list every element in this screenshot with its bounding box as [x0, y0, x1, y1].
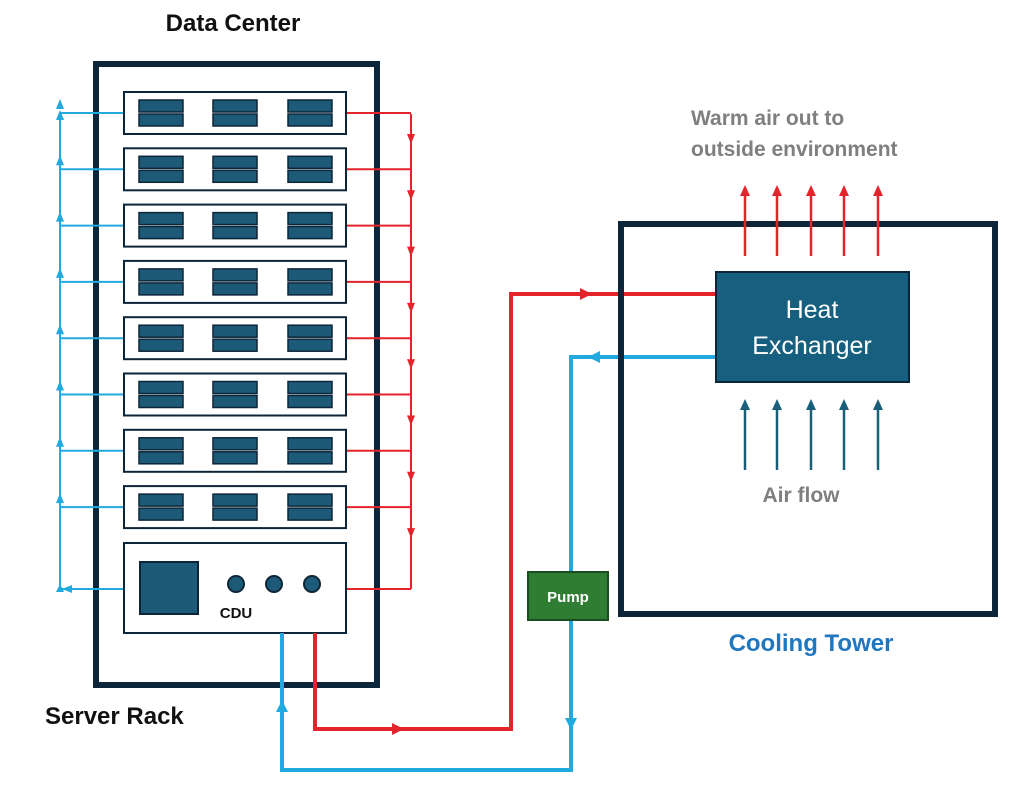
server-module: [212, 211, 258, 240]
cold-flow-arrow: [62, 585, 72, 593]
airflow-arrow: [806, 399, 816, 470]
airflow-arrow: [772, 399, 782, 470]
server-module: [212, 380, 258, 409]
server-unit: [123, 316, 347, 361]
hot-loop-arrow: [580, 288, 592, 300]
heat-exchanger-label-line2: Exchanger: [752, 332, 872, 360]
cold-flow-arrow: [56, 436, 64, 447]
hot-flow-arrow: [407, 528, 415, 539]
cold-flow-arrow: [56, 211, 64, 222]
hot-flow-arrow: [407, 415, 415, 426]
server-module: [287, 99, 333, 127]
cdu-port: [227, 575, 245, 593]
server-module: [287, 155, 333, 184]
hot-branch-lines: [346, 112, 411, 509]
hot-manifold-arrows: [407, 134, 415, 539]
server-unit: [123, 428, 347, 473]
server-module: [138, 324, 184, 352]
airflow-arrow: [740, 399, 750, 470]
cold-loop-arrow: [588, 351, 600, 363]
server-module: [138, 155, 184, 184]
cold-flow-arrow: [56, 155, 64, 166]
cdu-unit: CDU: [123, 542, 347, 634]
airflow-arrow: [873, 399, 883, 470]
heat-exchanger-box: [715, 271, 910, 383]
data-center-title: Data Center: [166, 10, 301, 37]
warm-air-arrow: [806, 185, 816, 256]
cold-loop-arrow: [565, 718, 577, 730]
server-module: [212, 493, 258, 521]
server-module: [287, 380, 333, 409]
cold-flow-arrow: [56, 493, 64, 504]
hot-flow-arrow: [407, 246, 415, 257]
cooling-tower-label: Cooling Tower: [729, 630, 894, 657]
warm-air-label-line1: Warm air out to: [691, 107, 844, 130]
hot-flow-arrow: [407, 471, 415, 482]
server-rack-label: Server Rack: [45, 703, 184, 730]
hot-loop-pipe: [313, 292, 716, 731]
server-module: [212, 99, 258, 127]
cooling-tower-frame: [618, 221, 998, 617]
airflow-arrow: [839, 399, 849, 470]
server-unit: [123, 372, 347, 417]
server-module: [212, 324, 258, 352]
cold-flow-arrow: [56, 110, 64, 120]
heat-exchanger-label-line1: Heat: [786, 296, 839, 324]
server-module: [138, 211, 184, 240]
warm-air-arrow: [772, 185, 782, 256]
server-module: [138, 268, 184, 296]
server-module: [138, 437, 184, 465]
server-module: [212, 268, 258, 296]
cold-flow-arrow: [56, 99, 64, 109]
cold-manifold-arrows: [56, 99, 72, 593]
server-module: [287, 211, 333, 240]
cold-loop-arrow: [276, 700, 288, 712]
pump-label: Pump: [547, 589, 589, 606]
pump: Pump: [527, 571, 609, 621]
warm-air-arrow: [873, 185, 883, 256]
warm-air-label-line2: outside environment: [691, 138, 898, 161]
cold-flow-arrow: [56, 324, 64, 335]
server-module: [287, 437, 333, 465]
warm-air-arrows: [740, 185, 883, 256]
airflow-arrows: [740, 399, 883, 470]
cdu-port: [303, 575, 321, 593]
hot-flow-arrow: [407, 190, 415, 201]
cold-flow-arrow: [56, 380, 64, 391]
server-module: [212, 155, 258, 184]
warm-air-arrow: [740, 185, 750, 256]
server-unit: [123, 147, 347, 192]
server-unit: [123, 259, 347, 304]
server-module: [287, 268, 333, 296]
cold-branch-lines: [60, 112, 124, 509]
heat-exchanger: Heat Exchanger: [715, 271, 910, 383]
cdu-display: [139, 561, 199, 615]
server-units: [123, 91, 347, 530]
hot-loop-arrow: [392, 723, 404, 735]
server-module: [138, 493, 184, 521]
server-module: [212, 437, 258, 465]
server-unit: [123, 203, 347, 248]
server-module: [287, 324, 333, 352]
server-unit: [123, 91, 347, 135]
pump-box: [527, 571, 609, 621]
warm-air-arrow: [839, 185, 849, 256]
cdu-port: [265, 575, 283, 593]
server-module: [287, 493, 333, 521]
cold-flow-arrow: [56, 267, 64, 278]
hot-flow-arrow: [407, 359, 415, 370]
server-unit: [123, 485, 347, 530]
air-flow-label: Air flow: [763, 484, 841, 507]
server-module: [138, 99, 184, 127]
cdu-label: CDU: [220, 605, 253, 622]
hot-flow-arrow: [407, 302, 415, 313]
hot-flow-arrow: [407, 134, 415, 144]
server-module: [138, 380, 184, 409]
